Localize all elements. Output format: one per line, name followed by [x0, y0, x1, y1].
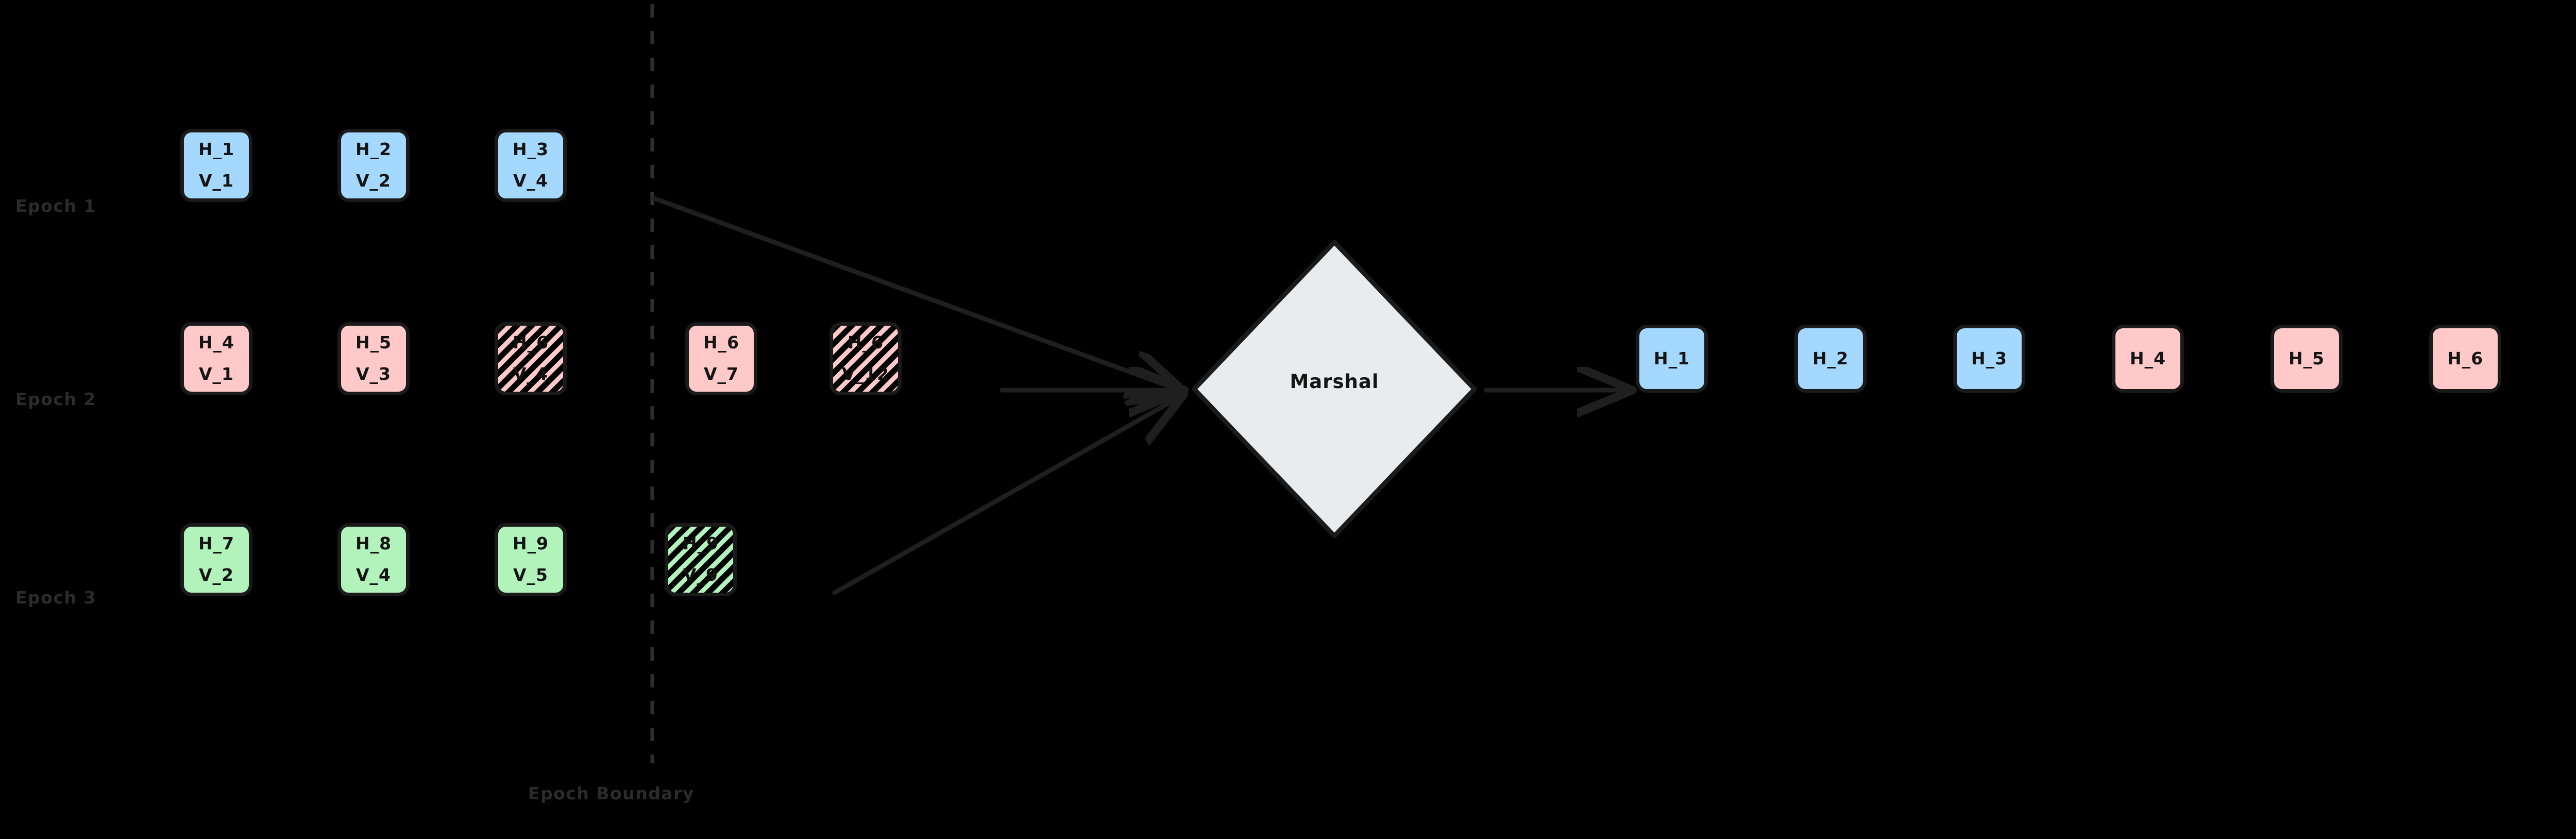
output-node-4[interactable]: H_4 — [2112, 325, 2184, 393]
epoch2-node-2[interactable]: H_5 V_3 — [337, 322, 410, 395]
node-h-label: H_6 — [2447, 348, 2484, 368]
node-h-label: H_9 — [512, 533, 549, 554]
node-h-label: H_8 — [355, 533, 392, 554]
node-h-label: H_6 — [512, 332, 549, 353]
epoch3-node-3[interactable]: H_9 V_5 — [495, 523, 567, 596]
node-h-label: H_6 — [847, 332, 884, 353]
node-h-label: H_3 — [1971, 348, 2008, 368]
node-h-label: H_4 — [198, 332, 235, 353]
node-h-label: H_5 — [355, 332, 392, 353]
epoch2-node-5-hatched[interactable]: H_6 V_12 — [829, 322, 902, 395]
node-v-label: V_4 — [513, 364, 548, 384]
node-h-label: H_1 — [1653, 348, 1690, 368]
epoch2-node-1[interactable]: H_4 V_1 — [180, 322, 252, 395]
epoch-label-1: Epoch 1 — [15, 196, 96, 216]
epoch3-node-4-hatched[interactable]: H_9 V_9 — [665, 523, 737, 596]
epoch1-node-3[interactable]: H_3 V_4 — [495, 129, 567, 202]
node-h-label: H_6 — [703, 332, 740, 353]
output-node-6[interactable]: H_6 — [2429, 325, 2501, 393]
epoch3-node-1[interactable]: H_7 V_2 — [180, 523, 252, 596]
epoch3-node-2[interactable]: H_8 V_4 — [337, 523, 410, 596]
edge-epoch3-to-marshal — [832, 397, 1180, 595]
node-v-label: V_4 — [513, 171, 548, 191]
node-h-label: H_1 — [198, 139, 235, 160]
epoch1-node-1[interactable]: H_1 V_1 — [180, 129, 252, 202]
marshal-node[interactable]: Marshal — [1190, 237, 1479, 526]
node-v-label: V_2 — [198, 565, 234, 585]
node-v-label: V_1 — [198, 171, 234, 191]
node-h-label: H_5 — [2288, 348, 2325, 368]
node-v-label: V_4 — [355, 565, 391, 585]
node-h-label: H_4 — [2129, 348, 2166, 368]
epoch2-node-4[interactable]: H_6 V_7 — [685, 322, 757, 395]
output-node-5[interactable]: H_5 — [2270, 325, 2343, 393]
marshal-label: Marshal — [1290, 370, 1379, 393]
node-v-label: V_3 — [355, 364, 391, 384]
output-node-3[interactable]: H_3 — [1953, 325, 2025, 393]
node-v-label: V_9 — [683, 565, 718, 585]
node-v-label: V_12 — [842, 364, 889, 384]
node-h-label: H_9 — [682, 533, 719, 554]
epoch1-node-2[interactable]: H_2 V_2 — [337, 129, 410, 202]
node-h-label: H_2 — [1812, 348, 1849, 368]
node-h-label: H_7 — [198, 533, 235, 554]
node-v-label: V_7 — [703, 364, 739, 384]
node-v-label: V_5 — [513, 565, 548, 585]
output-node-2[interactable]: H_2 — [1794, 325, 1867, 393]
node-h-label: H_2 — [355, 139, 392, 160]
epoch-label-2: Epoch 2 — [15, 389, 96, 409]
output-node-1[interactable]: H_1 — [1636, 325, 1708, 393]
node-h-label: H_3 — [512, 139, 549, 160]
node-v-label: V_2 — [355, 171, 391, 191]
epoch-label-3: Epoch 3 — [15, 588, 96, 608]
epoch2-node-3-hatched[interactable]: H_6 V_4 — [495, 322, 567, 395]
epoch-boundary-label: Epoch Boundary — [528, 783, 694, 803]
node-v-label: V_1 — [198, 364, 234, 384]
